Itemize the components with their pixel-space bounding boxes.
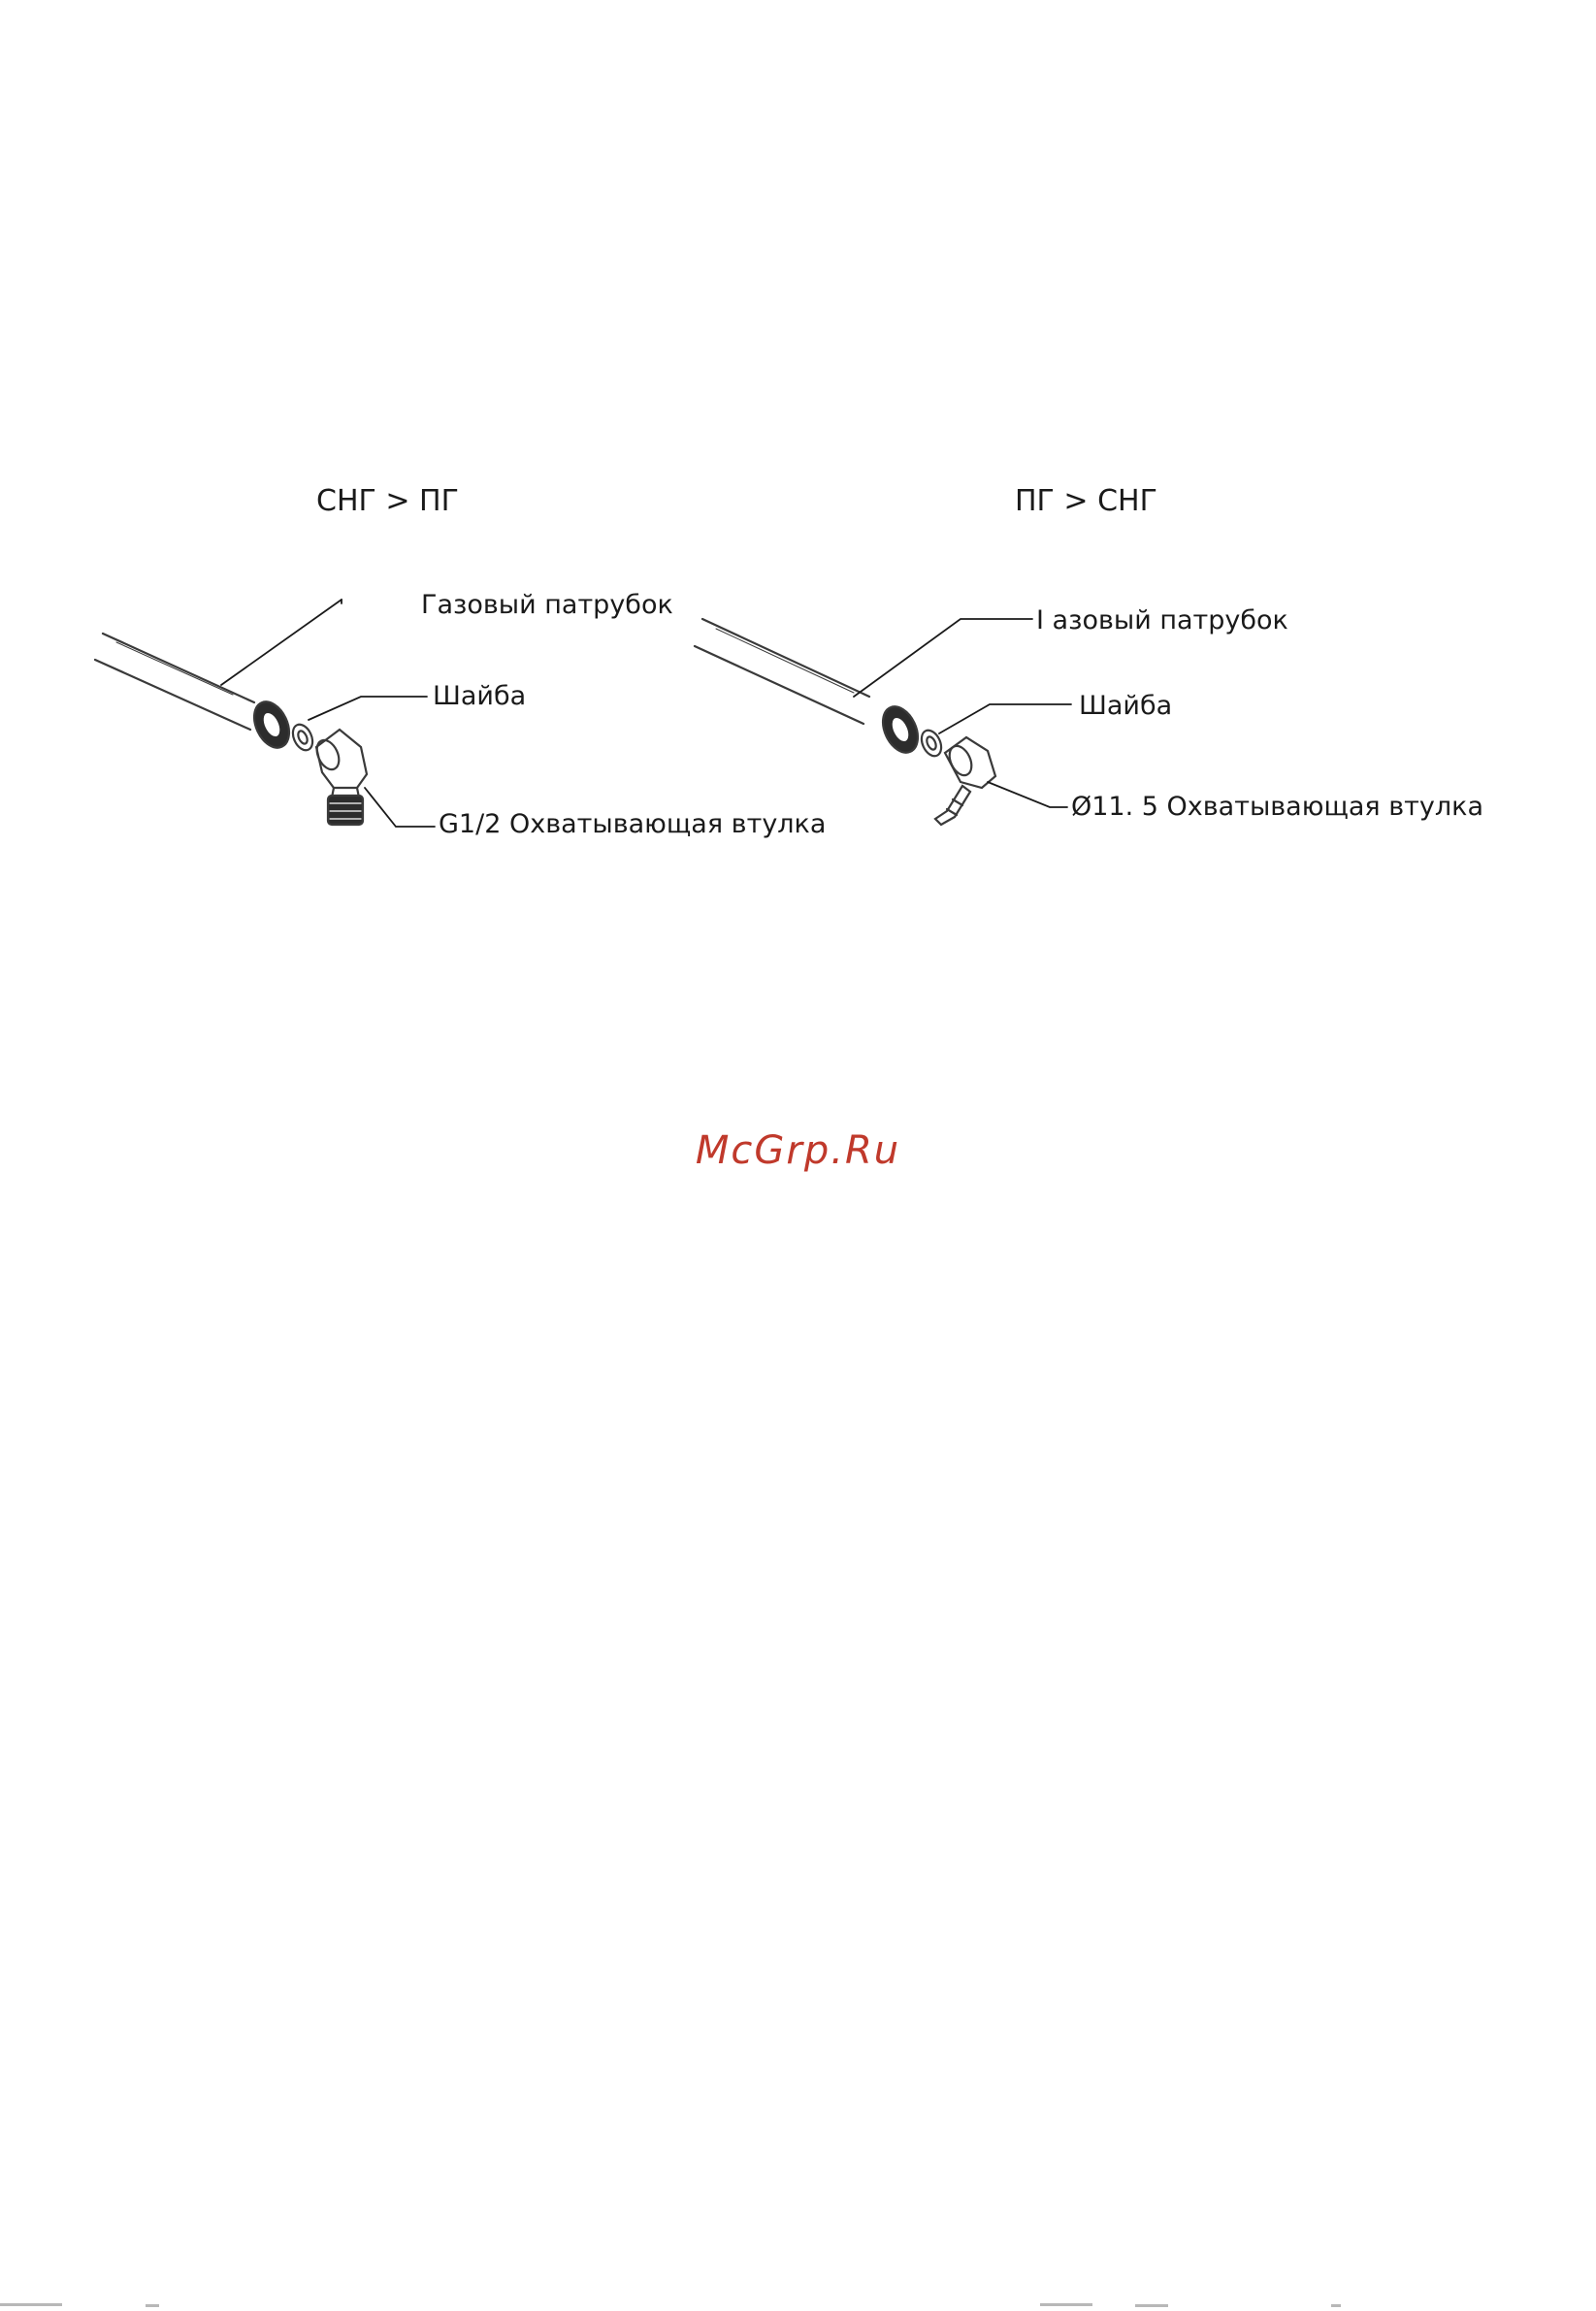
left-threaded-sleeve-drawing: [328, 796, 363, 825]
right-gas-pipe-drawing: [695, 619, 869, 724]
bottom-scan-artifacts: [0, 2295, 1596, 2311]
right-hose-barb-drawing: [935, 786, 970, 825]
left-washer-drawing: [289, 722, 316, 754]
left-washer-label: Шайба: [433, 683, 526, 709]
left-gas-pipe-drawing: [95, 634, 254, 730]
watermark-text: McGrp.Ru: [0, 1131, 1596, 1170]
left-nut-drawing: [247, 697, 296, 754]
right-elbow-drawing: [945, 737, 995, 788]
left-elbow-drawing: [312, 730, 367, 797]
left-leader-lines: [221, 600, 435, 827]
left-fitting-assembly: [95, 600, 435, 827]
right-fitting-assembly: [695, 619, 1071, 825]
right-diagram-heading: ПГ > СНГ: [1015, 487, 1157, 516]
right-sleeve-label: Ø11. 5 Охватывающая втулка: [1071, 794, 1483, 820]
left-diagram-heading: СНГ > ПГ: [316, 487, 459, 516]
right-washer-label: Шайба: [1079, 693, 1172, 719]
right-gas-pipe-label: I азовый патрубок: [1036, 607, 1288, 634]
left-sleeve-label: G1/2 Охватывающая втулка: [439, 811, 826, 837]
right-nut-drawing: [876, 701, 925, 759]
left-gas-pipe-label: Газовый патрубок: [421, 592, 673, 618]
